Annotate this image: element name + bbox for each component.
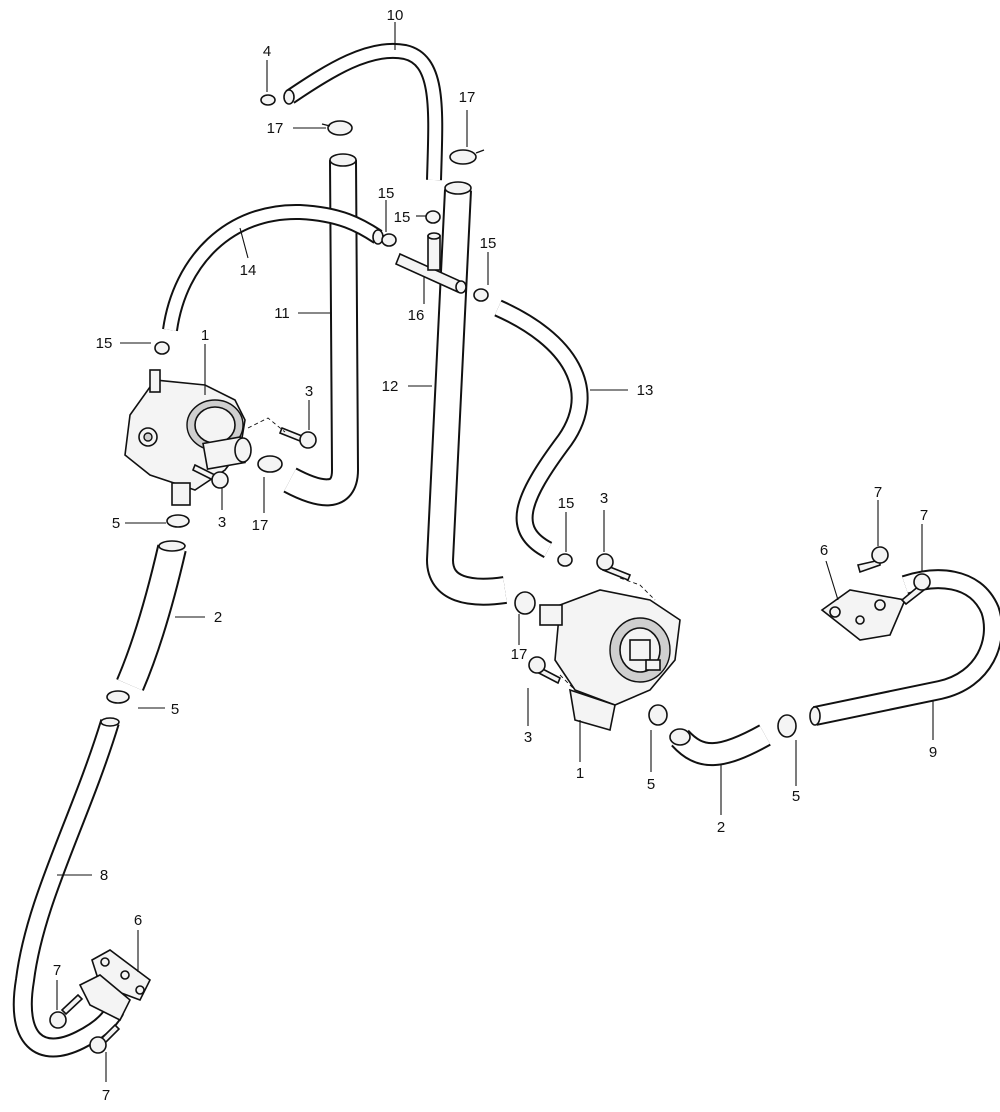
leader-lines — [56, 22, 934, 1082]
callout-15: 15 — [96, 335, 113, 352]
callout-4: 4 — [263, 43, 271, 60]
hose-14 — [162, 203, 384, 332]
callout-5: 5 — [792, 788, 800, 805]
callout-17: 17 — [511, 646, 528, 663]
callout-17: 17 — [267, 120, 284, 137]
callout-13: 13 — [637, 382, 654, 399]
callout-labels: 10 4 17 17 15 15 15 14 16 11 15 1 3 12 1… — [53, 7, 937, 1104]
callout-2: 2 — [214, 609, 222, 626]
callout-7: 7 — [102, 1087, 110, 1104]
callout-3: 3 — [305, 383, 313, 400]
tee-fitting-16 — [394, 232, 467, 294]
callout-16: 16 — [408, 307, 425, 324]
callout-1: 1 — [576, 765, 584, 782]
callout-17: 17 — [252, 517, 269, 534]
hose-2-left — [116, 540, 187, 691]
hose-9 — [809, 569, 1000, 726]
bolts — [49, 426, 931, 1054]
callout-15: 15 — [480, 235, 497, 252]
hose-12 — [426, 181, 507, 606]
callout-12: 12 — [382, 378, 399, 395]
callout-15: 15 — [558, 495, 575, 512]
callout-7: 7 — [53, 962, 61, 979]
callout-6: 6 — [134, 912, 142, 929]
callout-15: 15 — [378, 185, 395, 202]
hose-10 — [283, 42, 444, 181]
hose-8 — [12, 717, 124, 1058]
air-valve-left — [124, 369, 252, 506]
callout-9: 9 — [929, 744, 937, 761]
hose-2-right — [669, 724, 771, 767]
flange-gasket-right — [820, 589, 907, 641]
hose-13 — [494, 299, 589, 558]
callout-5: 5 — [647, 776, 655, 793]
callout-3: 3 — [218, 514, 226, 531]
callout-3: 3 — [524, 729, 532, 746]
callout-1: 1 — [201, 327, 209, 344]
air-valve-right — [539, 589, 681, 732]
callout-5: 5 — [112, 515, 120, 532]
assembly-guide-lines — [247, 417, 656, 691]
pipe-flange-left — [78, 974, 131, 1022]
callout-14: 14 — [240, 262, 257, 279]
callout-15: 15 — [394, 209, 411, 226]
callout-10: 10 — [387, 7, 404, 24]
callout-3: 3 — [600, 490, 608, 507]
callout-17: 17 — [459, 89, 476, 106]
callout-2: 2 — [717, 819, 725, 836]
callout-11: 11 — [274, 305, 290, 322]
callout-5: 5 — [171, 701, 179, 718]
hose-11 — [283, 153, 359, 507]
callout-6: 6 — [820, 542, 828, 559]
callout-7: 7 — [920, 507, 928, 524]
callout-8: 8 — [100, 867, 108, 884]
hose-clamps — [106, 94, 797, 738]
callout-7: 7 — [874, 484, 882, 501]
